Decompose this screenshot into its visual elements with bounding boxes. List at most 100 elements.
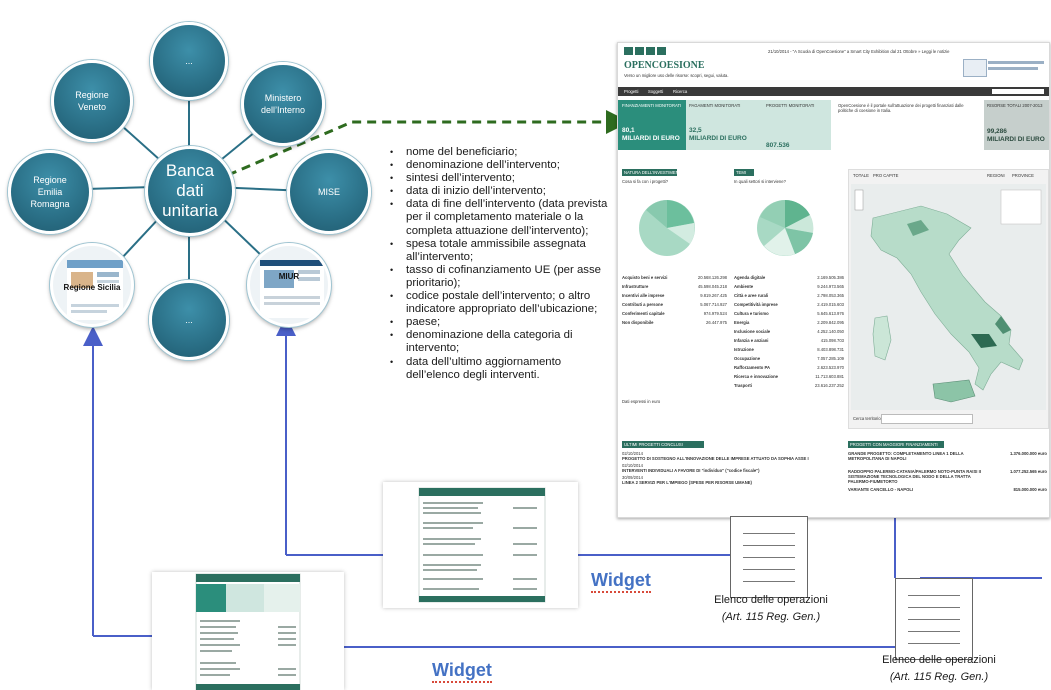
section-header-ultimi: ULTIMI PROGETTI CONCLUSI xyxy=(622,441,704,448)
table-cell-value: 2.623.523.970 xyxy=(817,365,844,370)
campania-highlight[interactable] xyxy=(971,334,997,348)
site-logo[interactable]: OPENCOESIONE xyxy=(624,60,705,71)
table-cell-label: Incentivi alle imprese xyxy=(622,293,665,298)
list-item: spesa totale ammissibile assegnata all’i… xyxy=(388,238,610,264)
tab-regioni[interactable]: REGIONI xyxy=(987,173,1005,178)
sicilia-site-thumbnail xyxy=(67,260,123,320)
search-input[interactable] xyxy=(992,89,1044,94)
satellite-regione-sicilia: Regione Sicilia xyxy=(50,243,134,327)
list-item-title[interactable]: INTERVENTI INDIVIDUALI A FAVORE DI "indi… xyxy=(622,468,760,473)
youtube-icon[interactable] xyxy=(646,47,655,55)
table-cell-value: 9.819.267.425 xyxy=(700,293,727,298)
nav-ricerca[interactable]: Ricerca xyxy=(673,89,688,94)
table-cell-label: Conferimenti capitale xyxy=(622,311,665,316)
satellite-mise: MISE xyxy=(287,150,371,234)
widget-screenshot-2 xyxy=(152,572,344,690)
pie-slice xyxy=(760,200,785,228)
twitter-icon[interactable] xyxy=(635,47,644,55)
italy-map xyxy=(851,184,1046,410)
satellite-regione-veneto: Regione Veneto xyxy=(51,60,133,142)
facebook-icon[interactable] xyxy=(624,47,633,55)
table-cell-value: 23.616.237.252 xyxy=(814,383,844,388)
list-item-amount[interactable]: 1.077.252.565 euro xyxy=(1009,469,1047,474)
satellite-label: Regione Sicilia xyxy=(63,282,121,292)
table-cell-value: 26.447.975 xyxy=(706,320,727,325)
miur-site-thumbnail xyxy=(260,260,324,318)
list-item: data dell’ultimo aggiornamento dell’elen… xyxy=(388,356,610,382)
kpi-value: 80,1 xyxy=(622,127,635,134)
list-item-title[interactable]: LINEA 2 SERVIZI PER L'IMPIEGO (SPESE PER… xyxy=(622,480,752,485)
hub-label: Banca dati unitaria xyxy=(162,161,218,220)
table-cell-value: 415.098.703 xyxy=(820,338,844,343)
table-cell-value: 9.244.973.565 xyxy=(817,284,844,289)
table-cell-value: 4.252.140.050 xyxy=(817,329,844,334)
widget-2-thumbnail xyxy=(195,573,301,690)
pie-slice xyxy=(667,200,694,228)
section-header-temi: TEMI xyxy=(734,169,754,176)
caption-line: (Art. 115 Reg. Gen.) xyxy=(889,671,989,683)
table-cell-label: Trasporti xyxy=(734,383,752,388)
document-icon xyxy=(730,516,808,598)
dps-logo-text-bar xyxy=(988,67,1038,70)
list-item-title[interactable]: PROGETTO DI SOSTEGNO ALL'INNOVAZIONE DEL… xyxy=(622,456,809,461)
table-cell-label: Infanzia e anziani xyxy=(734,338,769,343)
table-cell-label: Energia xyxy=(734,320,750,325)
list-item[interactable]: RADDOPPIO PALERMO-CATANIA/PALERMO NOTO-P… xyxy=(848,469,981,485)
list-item[interactable]: 02/10/2014 xyxy=(622,463,643,468)
satellite-label: ... xyxy=(185,315,193,325)
section-question: Cosa si fa con i progetti? xyxy=(622,179,669,184)
table-cell-label: Infrastrutture xyxy=(622,284,649,289)
section-title: NATURA DELL'INVESTIMENTO xyxy=(624,170,685,175)
nav-progetti[interactable]: Progetti xyxy=(624,89,639,94)
search-territory-input[interactable] xyxy=(881,414,973,424)
satellite-top: ... xyxy=(150,22,228,100)
nav-soggetti[interactable]: Soggetti xyxy=(648,89,664,94)
tab-totale[interactable]: TOTALE xyxy=(853,173,869,178)
tab-province[interactable]: PROVINCE xyxy=(1012,173,1034,178)
rss-icon[interactable] xyxy=(657,47,666,55)
temi-pie-chart xyxy=(757,199,814,256)
list-item-amount[interactable]: 1.376.000.000 euro xyxy=(1009,451,1047,456)
list-item: codice postale dell’intervento; o altro … xyxy=(388,290,610,316)
table-cell-label: Agenda digitale xyxy=(734,275,766,280)
list-item[interactable]: 30/09/2014 xyxy=(622,475,643,480)
elenco-caption-1: Elenco delle operazioni (Art. 115 Reg. G… xyxy=(690,592,852,626)
elenco-caption-2: Elenco delle operazioni (Art. 115 Reg. G… xyxy=(858,652,1020,686)
widget-1-thumbnail xyxy=(418,487,546,603)
list-item: nome del beneficiario; xyxy=(388,146,610,159)
sardinia[interactable] xyxy=(872,315,892,361)
table-cell-value: 45.598.045.218 xyxy=(697,284,727,289)
search-territory-label: Cerca territorio xyxy=(853,416,881,421)
site-tagline: Verso un migliore uso delle risorse: sco… xyxy=(624,73,729,78)
lombardia-highlight[interactable] xyxy=(907,220,929,236)
table-cell-value: 7.057.285.109 xyxy=(817,356,844,361)
dashed-arrow xyxy=(227,110,630,177)
kpi-unit: MILIARDI DI EURO xyxy=(987,136,1045,143)
list-item: data di inizio dell’intervento; xyxy=(388,185,610,198)
news-ticker[interactable]: 21/10/2014 - "A Scuola di OpenCoesione" … xyxy=(768,49,950,54)
hub-banca-dati-unitaria: Banca dati unitaria xyxy=(145,146,235,236)
widget-label-1: Widget xyxy=(591,570,651,593)
list-item-amount[interactable]: 815.000.000 euro xyxy=(1013,487,1047,492)
kpi-label: FINANZIAMENTI MONITORATI xyxy=(622,103,682,108)
kpi-value: 32,5 xyxy=(689,127,702,134)
zoom-control[interactable] xyxy=(854,189,864,211)
puglia-highlight[interactable] xyxy=(995,316,1011,334)
table-cell-label: Ricerca e innovazione xyxy=(734,374,778,379)
pie-slice xyxy=(785,199,810,228)
table-cell-value: 974.979.524 xyxy=(703,311,727,316)
list-item[interactable]: GRANDE PROGETTO: COMPLETAMENTO LINEA 1 D… xyxy=(848,451,964,462)
list-item[interactable]: VARIANTE CANCELLO - NAPOLI xyxy=(848,487,914,492)
site-intro: OpenCoesione è il portale sull'attuazion… xyxy=(838,103,964,114)
map-panel: TOTALE PRO CAPITE REGIONI PROVINCE Cerca… xyxy=(848,169,1049,429)
table-cell-label: Cultura e turismo xyxy=(734,311,769,316)
list-item: data di fine dell’intervento (data previ… xyxy=(388,198,610,237)
list-item[interactable]: 02/10/2014 xyxy=(622,451,643,456)
tab-pro-capite[interactable]: PRO CAPITE xyxy=(873,173,899,178)
table-cell-value: 2.169.505.386 xyxy=(817,275,844,280)
widget-screenshot-1 xyxy=(383,482,578,608)
list-item: denominazione della categoria di interve… xyxy=(388,329,610,355)
table-cell-label: Rafforzamento PA xyxy=(734,365,770,370)
satellite-miur: MIUR xyxy=(247,243,331,327)
sicily[interactable] xyxy=(932,379,976,403)
